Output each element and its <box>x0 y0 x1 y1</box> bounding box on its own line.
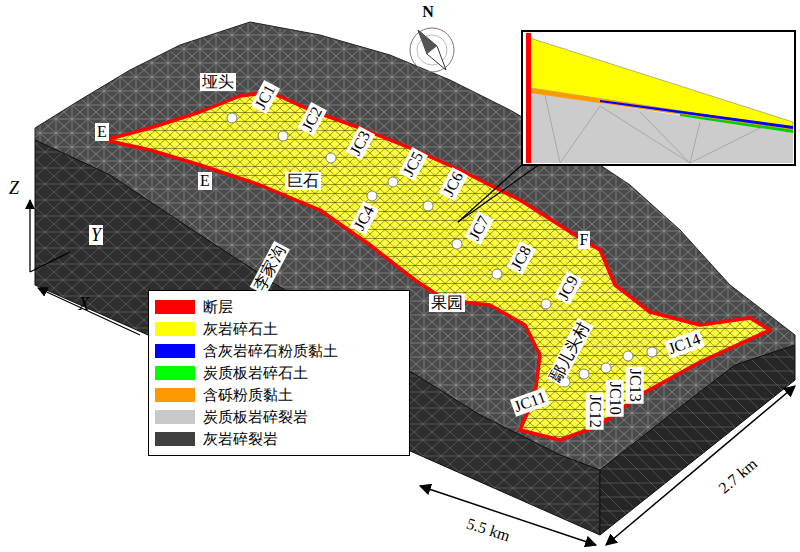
compass <box>410 28 454 72</box>
legend-swatch <box>155 344 195 358</box>
map-label: Y <box>89 225 103 246</box>
monitor-dot <box>326 153 336 163</box>
legend-swatch <box>155 322 195 336</box>
legend-entry: 含砾粉质黏土 <box>149 384 409 406</box>
legend-swatch <box>155 300 195 314</box>
inset-leader <box>458 164 540 222</box>
map-label: E <box>198 172 212 190</box>
legend-text: 含灰岩碎石粉质黏土 <box>203 342 338 361</box>
monitor-dot <box>601 363 611 373</box>
rotated-label: 5.5 km <box>462 514 514 546</box>
legend-swatch <box>155 410 195 424</box>
legend-entry: 炭质板岩碎裂岩 <box>149 406 409 428</box>
legend-text: 炭质板岩碎石土 <box>203 364 308 383</box>
legend-text: 含砾粉质黏土 <box>203 386 293 405</box>
y-axis <box>30 252 70 272</box>
monitor-dot <box>452 239 462 249</box>
legend-entry: 含灰岩碎石粉质黏土 <box>149 340 409 362</box>
map-label: Z <box>9 178 19 199</box>
inset-yellow-layer <box>530 38 793 128</box>
z-axis <box>29 200 30 272</box>
legend-entry: 断层 <box>149 296 409 318</box>
rotated-label: 2.7 km <box>714 453 763 498</box>
compass-needle <box>418 30 446 70</box>
legend-text: 灰岩碎石土 <box>203 320 278 339</box>
monitor-dot <box>388 177 398 187</box>
block-side-face <box>600 345 795 535</box>
monitor-dot <box>579 369 589 379</box>
monitor-dot <box>647 347 657 357</box>
map-label: 果园 <box>429 294 465 312</box>
map-label: 巨石 <box>285 172 321 190</box>
legend-swatch <box>155 366 195 380</box>
rotated-label: JC10 <box>605 380 623 417</box>
dimension-line <box>606 386 795 545</box>
inset-blue-layer <box>600 100 793 129</box>
rotated-label: JC13 <box>625 367 643 404</box>
legend-entry: 灰岩碎裂岩 <box>149 428 409 450</box>
x-axis <box>38 288 140 335</box>
legend-text: 灰岩碎裂岩 <box>203 430 278 449</box>
monitor-dot <box>492 269 502 279</box>
legend-text: 炭质板岩碎裂岩 <box>203 408 308 427</box>
legend-text: 断层 <box>203 298 233 317</box>
monitor-dot <box>278 131 288 141</box>
inset-frame <box>522 31 795 165</box>
inset-leader <box>458 164 523 222</box>
section-inset <box>522 31 795 165</box>
monitor-dot <box>541 299 551 309</box>
monitor-dot <box>227 113 237 123</box>
legend-swatch <box>155 432 195 446</box>
map-label: X <box>79 294 90 315</box>
map-label: N <box>422 3 434 21</box>
monitor-dot <box>367 191 377 201</box>
axes <box>30 200 140 335</box>
monitor-dot <box>423 201 433 211</box>
compass-needle <box>418 30 437 54</box>
compass-ring <box>410 28 454 72</box>
inset-green-layer <box>680 114 793 133</box>
monitor-dot <box>623 351 633 361</box>
map-label: F <box>578 231 591 249</box>
rotated-label: JC12 <box>585 393 603 430</box>
legend-swatch <box>155 388 195 402</box>
map-label: 垭头 <box>200 73 236 91</box>
map-label: E <box>95 123 109 141</box>
inset-fault <box>526 33 531 163</box>
legend-entry: 灰岩碎石土 <box>149 318 409 340</box>
legend-box: 断层灰岩碎石土含灰岩碎石粉质黏土炭质板岩碎石土含砾粉质黏土炭质板岩碎裂岩灰岩碎裂… <box>148 290 410 456</box>
legend-entry: 炭质板岩碎石土 <box>149 362 409 384</box>
